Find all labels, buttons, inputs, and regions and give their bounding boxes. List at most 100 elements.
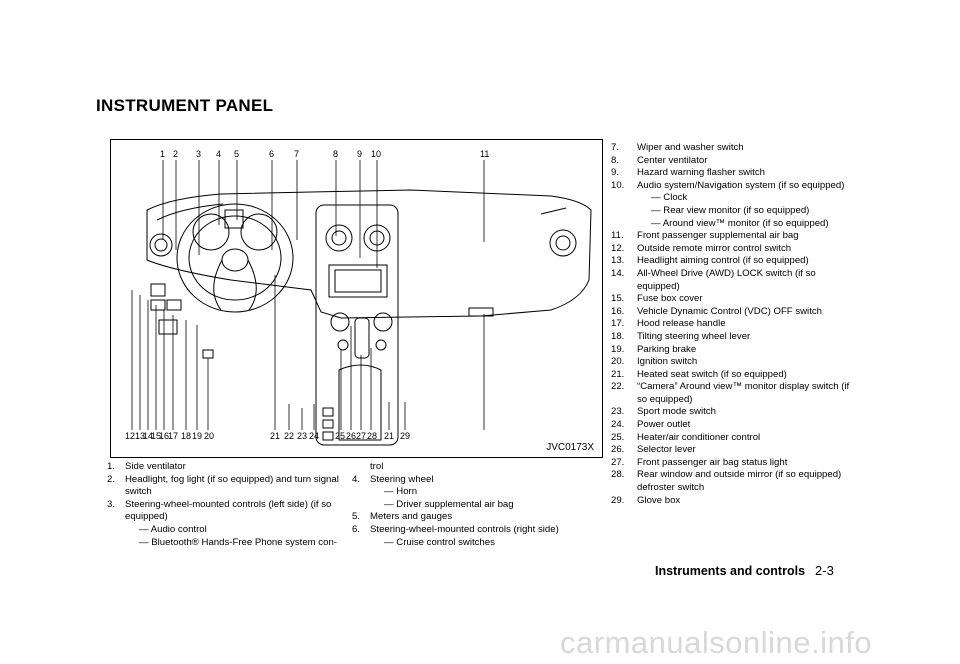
callout-label: 21 <box>270 431 281 441</box>
legend-item: 10. Audio system/Navigation system (if so… <box>611 180 856 193</box>
legend-item: 22.“Camera” Around view™ monitor display… <box>611 381 856 406</box>
legend-item-number: 17. <box>611 318 625 330</box>
legend-item: 24.Power outlet <box>611 419 856 432</box>
callout-label: 7 <box>294 149 300 159</box>
legend-item-text: Steering wheel <box>370 473 434 485</box>
legend-item-number: 16. <box>611 305 625 317</box>
legend-item-text: Outside remote mirror control switch <box>637 242 792 254</box>
legend-item: 20. Ignition switch <box>611 356 856 369</box>
legend-item-text: Headlight aiming control (if so equipped… <box>637 255 809 267</box>
legend-item: 5.Meters and gauges <box>352 511 592 524</box>
legend-item-number: 10. <box>611 179 625 191</box>
callout-label: 9 <box>357 149 363 159</box>
legend-item: 11. Front passenger supplemental air bag <box>611 230 856 243</box>
legend-item-number: 20. <box>611 356 625 368</box>
callout-label: 5 <box>234 149 240 159</box>
callout-label: 26 <box>346 431 357 441</box>
legend-item-text: Rear window and outside mirror (if so eq… <box>637 469 842 494</box>
legend-item-text: Ignition switch <box>637 356 698 368</box>
legend-item-text: Power outlet <box>637 419 691 431</box>
legend-item: 8. Center ventilator <box>611 155 856 168</box>
footer-section: Instruments and controls <box>655 564 806 578</box>
legend-item: 21. Heated seat switch (if so equipped) <box>611 369 856 382</box>
legend-item-text: All-Wheel Drive (AWD) LOCK switch (if so… <box>637 267 816 292</box>
legend-item: 3. Steering-wheel-mounted controls (left … <box>107 499 347 524</box>
legend-item-number: 9. <box>611 167 620 179</box>
legend-item: 17. Hood release handle <box>611 318 856 331</box>
legend-item: 15. Fuse box cover <box>611 293 856 306</box>
callout-label: 4 <box>216 149 222 159</box>
legend-item-text: Heater/air conditioner control <box>637 431 761 443</box>
legend-item: 16. Vehicle Dynamic Control (VDC) OFF swi… <box>611 306 856 319</box>
legend-item-number: 25. <box>611 431 625 443</box>
legend-subitem: — Clock <box>651 192 688 204</box>
callout-label: 20 <box>204 431 215 441</box>
legend-item-text: Hood release handle <box>637 318 726 330</box>
legend-item-number: 8. <box>611 154 620 166</box>
legend-item: 23.Sport mode switch <box>611 406 856 419</box>
callout-label: 27 <box>356 431 367 441</box>
legend-item: 13. Headlight aiming control (if so equip… <box>611 255 856 268</box>
legend-item: 18. Tilting steering wheel lever <box>611 331 856 344</box>
callout-label: 8 <box>333 149 339 159</box>
legend-item-number: 13. <box>611 255 625 267</box>
legend-item-text: Steering-wheel-mounted controls (left si… <box>125 498 332 523</box>
legend-item: 28. Rear window and outside mirror (if so… <box>611 469 856 494</box>
footer-page-number: 2-3 <box>815 563 834 578</box>
callout-label: 15 <box>151 431 162 441</box>
legend-item-text: Audio system/Navigation system (if so eq… <box>637 179 845 191</box>
legend-item-number: 11. <box>611 230 624 242</box>
legend-item-number: 1. <box>107 461 116 472</box>
legend-item: 19. Parking brake <box>611 344 856 357</box>
legend-item-number: 18. <box>611 330 625 342</box>
legend-item-text: Center ventilator <box>637 154 708 166</box>
legend-item-number: 23. <box>611 406 625 418</box>
legend-item-text: Steering-wheel-mounted controls (right s… <box>370 523 559 535</box>
page-footer: Instruments and controls 2-3 <box>655 563 834 578</box>
legend-item-number: 3. <box>107 498 116 510</box>
callout-label: 10 <box>371 149 382 159</box>
legend-item-text: Front passenger supplemental air bag <box>637 230 799 242</box>
watermark: carmanualsonline.info <box>560 625 873 660</box>
callout-label: 13 <box>135 431 146 441</box>
callout-label: 3 <box>196 149 202 159</box>
legend-item: 4. Steering wheel <box>352 474 592 487</box>
legend-item: 14.All-Wheel Drive (AWD) LOCK switch (if… <box>611 268 856 293</box>
page-title: INSTRUMENT PANEL <box>96 96 274 115</box>
legend-subitem: — Around view™ monitor (if so equipped) <box>651 217 829 229</box>
legend-item-number: 2. <box>107 473 116 485</box>
legend-item-number: 6. <box>352 523 361 535</box>
legend-item-text: Vehicle Dynamic Control (VDC) OFF switch <box>637 305 822 317</box>
callout-label: 11 <box>480 149 490 159</box>
legend-item: 2.Headlight, fog light (if so equipped) … <box>107 474 347 499</box>
legend-item-text: Parking brake <box>637 343 697 355</box>
legend-item: 27.Front passenger air bag status light <box>611 457 856 470</box>
callout-label: 12 <box>125 431 136 441</box>
callout-label: 29 <box>400 431 411 441</box>
legend-subitem: — Cruise control switches <box>384 536 495 548</box>
legend-item-number: 19. <box>611 343 625 355</box>
legend-continuation: trol <box>370 461 384 472</box>
legend-column-1: 1. Side ventilator 2.Headlight, fog light … <box>107 461 347 549</box>
legend-item-text: Tilting steering wheel lever <box>637 330 751 342</box>
legend-subitem: — Audio control <box>139 523 207 535</box>
callout-label: 6 <box>269 149 275 159</box>
legend-item-text: Fuse box cover <box>637 293 703 305</box>
legend-item-number: 4. <box>352 473 361 485</box>
legend-subitem: — Rear view monitor (if so equipped) <box>651 204 810 216</box>
legend-item-number: 15. <box>611 293 625 305</box>
legend-item-number: 26. <box>611 444 625 456</box>
legend-item-number: 21. <box>611 368 625 380</box>
legend-item: 12.Outside remote mirror control switch <box>611 243 856 256</box>
legend-item-text: Side ventilator <box>125 461 186 472</box>
legend-item-text: Heated seat switch (if so equipped) <box>637 368 787 380</box>
legend-item-text: “Camera” Around view™ monitor display sw… <box>637 381 850 405</box>
legend-subitem: — Driver supplemental air bag <box>384 498 514 510</box>
legend-item: 6. Steering-wheel-mounted controls (right… <box>352 524 592 537</box>
callout-label: 2 <box>173 149 179 159</box>
legend-item-number: 28. <box>611 469 625 481</box>
callout-label: 14 <box>143 431 154 441</box>
callout-label: 21 <box>384 431 395 441</box>
